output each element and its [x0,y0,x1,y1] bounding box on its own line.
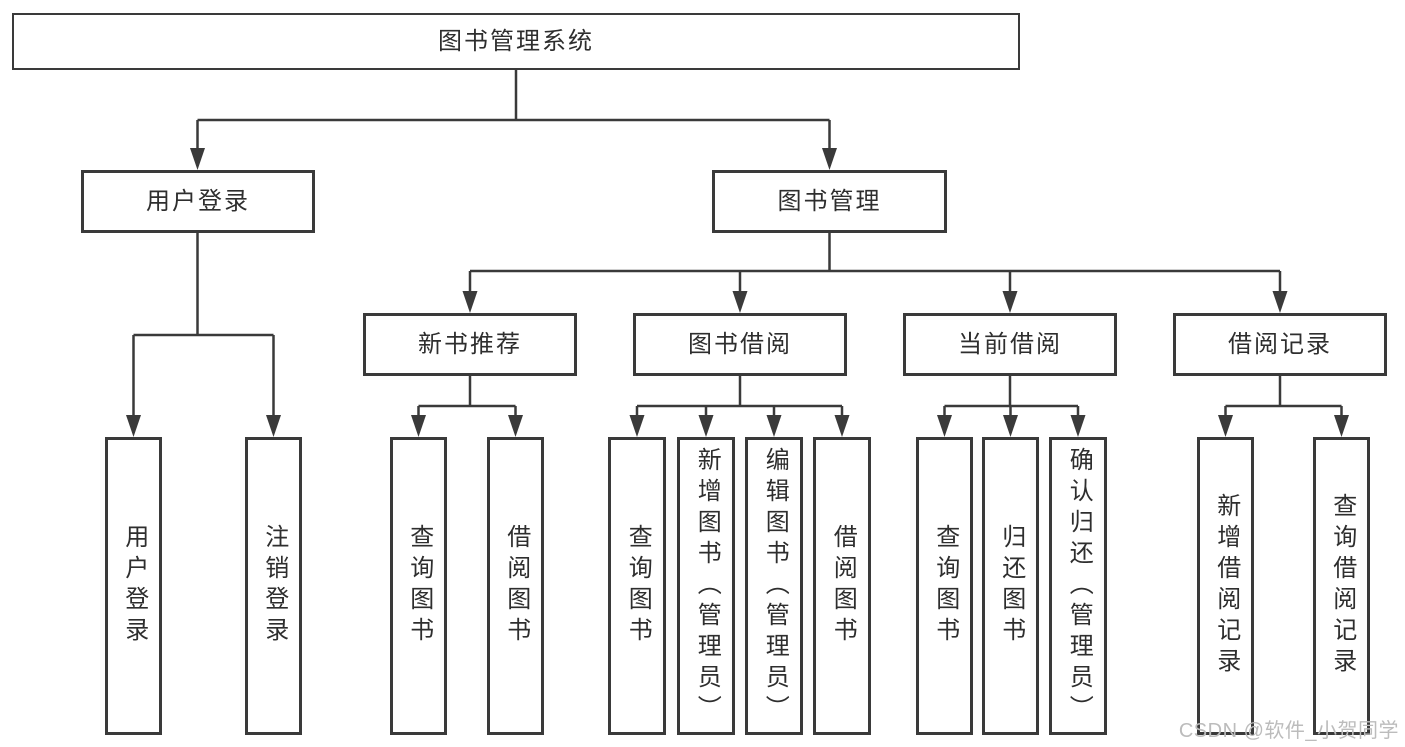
node-label: 图书借阅 [688,330,792,358]
leaf-query-books-borrow: 查询图书 [608,437,666,735]
leaf-borrow-books-borrow: 借阅图书 [813,437,871,735]
node-label: 新增图书（管理员） [693,446,721,726]
node-label: 查询图书 [405,524,433,648]
leaf-query-books-recommend: 查询图书 [390,437,447,735]
node-label: 新书推荐 [418,330,522,358]
node-book-borrow: 图书借阅 [633,313,847,376]
node-label: 用户登录 [120,524,148,648]
node-new-book-recommend: 新书推荐 [363,313,577,376]
node-label: 归还图书 [997,524,1025,648]
leaf-query-borrow-record: 查询借阅记录 [1313,437,1370,735]
node-label: 编辑图书（管理员） [761,446,789,726]
node-label: 确认归还（管理员） [1065,446,1093,726]
node-label: 借阅图书 [829,524,857,648]
leaf-add-borrow-record: 新增借阅记录 [1197,437,1254,735]
connector-book-borrow-children [629,376,850,437]
connector-root-to-level2 [190,70,837,170]
node-user-login: 用户登录 [81,170,315,233]
node-root: 图书管理系统 [12,13,1020,70]
node-label: 查询图书 [931,524,959,648]
leaf-user-login: 用户登录 [105,437,162,735]
leaf-add-book-admin: 新增图书（管理员） [677,437,735,735]
node-label: 用户登录 [146,187,250,215]
leaf-edit-book-admin: 编辑图书（管理员） [745,437,803,735]
connector-borrow-records-children [1218,376,1349,437]
node-current-borrow: 当前借阅 [903,313,1117,376]
node-label: 查询图书 [624,524,652,648]
connector-current-borrow-children [937,376,1086,437]
node-label: 借阅图书 [502,524,530,648]
leaf-borrow-books-recommend: 借阅图书 [487,437,544,735]
node-borrow-records: 借阅记录 [1173,313,1387,376]
connector-book-management-children [462,233,1288,313]
node-label: 当前借阅 [958,330,1062,358]
node-label: 查询借阅记录 [1328,493,1356,679]
leaf-query-books-current: 查询图书 [916,437,973,735]
leaf-return-book: 归还图书 [982,437,1039,735]
node-label: 图书管理 [777,187,882,215]
leaf-confirm-return-admin: 确认归还（管理员） [1049,437,1107,735]
leaf-logout: 注销登录 [245,437,302,735]
connector-user-login-children [126,233,281,437]
node-label: 新增借阅记录 [1212,493,1240,679]
csdn-watermark: CSDN @软件_小贺同学 [1178,720,1399,742]
connector-new-book-children [411,376,523,437]
node-label: 注销登录 [260,524,288,648]
node-label: 图书管理系统 [438,27,594,55]
node-label: 借阅记录 [1228,330,1332,358]
node-book-management: 图书管理 [712,170,947,233]
